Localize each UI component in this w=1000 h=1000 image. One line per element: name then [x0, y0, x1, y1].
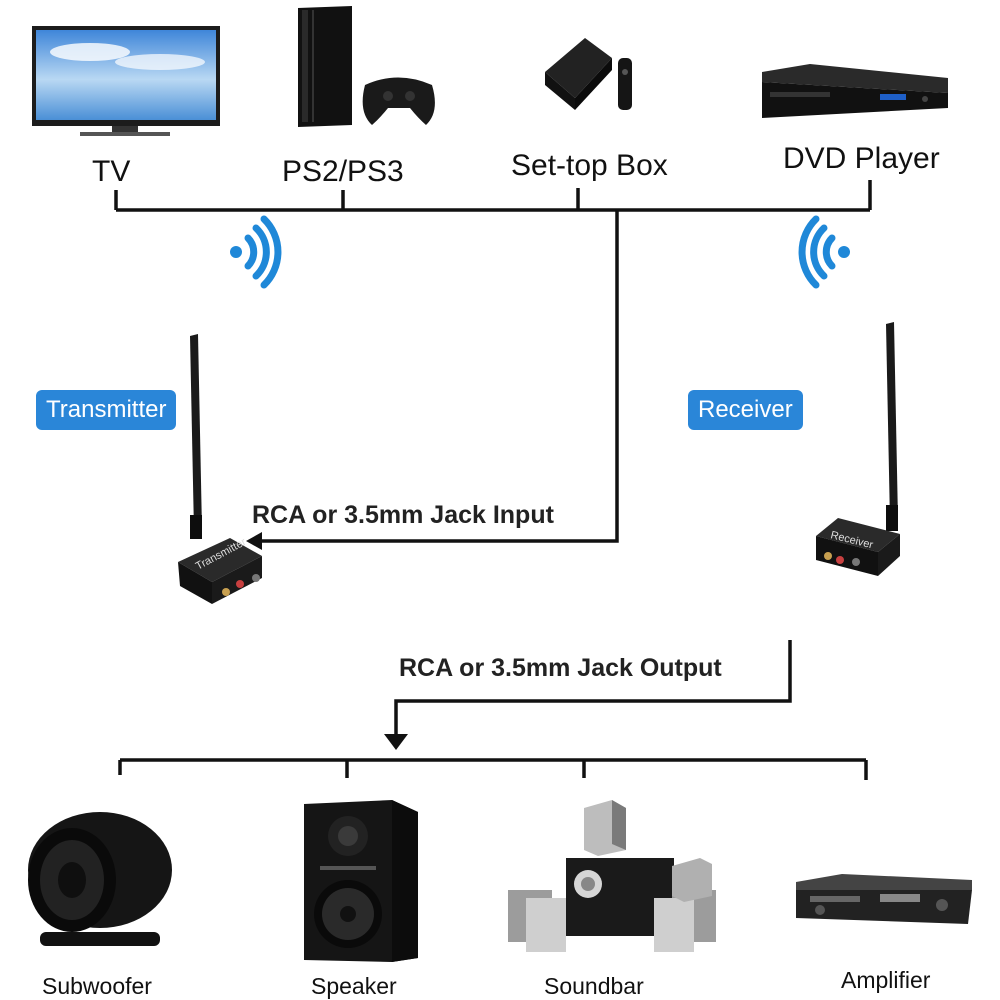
output-arrowhead	[384, 734, 408, 750]
tv-label: TV	[92, 155, 131, 188]
transmitter-badge: Transmitter	[36, 390, 177, 430]
ps-label: PS2/PS3	[282, 155, 404, 188]
soundbar-label: Soundbar	[544, 973, 644, 999]
input-arrowhead	[246, 532, 262, 550]
input-label: RCA or 3.5mm Jack Input	[252, 501, 554, 529]
output-label: RCA or 3.5mm Jack Output	[399, 654, 722, 682]
subwoofer-label: Subwoofer	[42, 973, 152, 999]
receiver-badge: Receiver	[688, 390, 803, 430]
settop-label: Set-top Box	[511, 149, 668, 182]
speaker-label: Speaker	[311, 973, 397, 999]
amplifier-label: Amplifier	[841, 967, 931, 993]
dvd-label: DVD Player	[783, 142, 940, 175]
